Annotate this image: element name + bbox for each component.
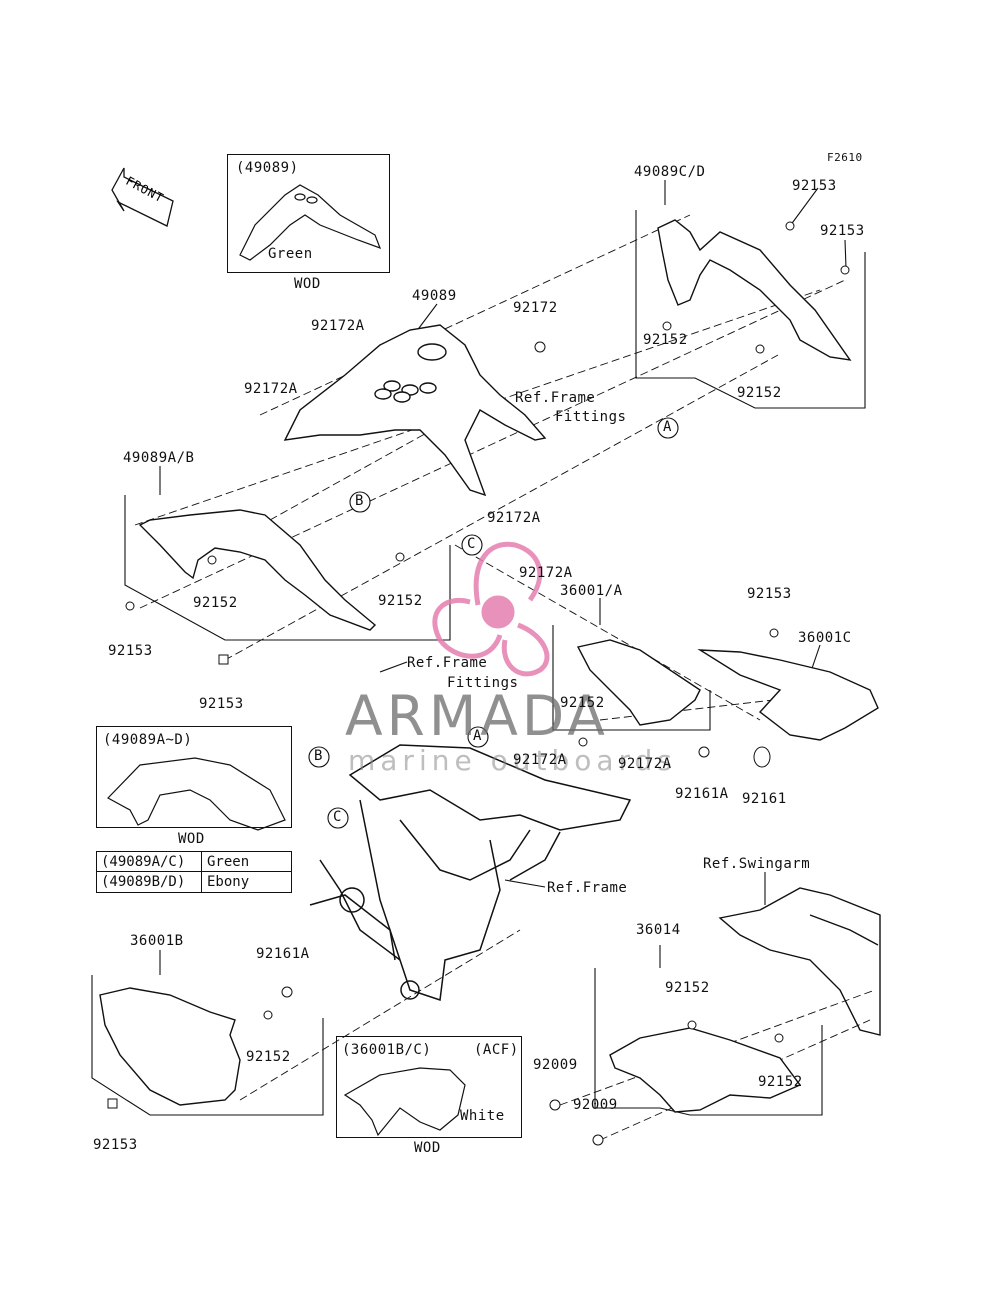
part-label: 92153 xyxy=(93,1137,138,1153)
part-label: 92172A xyxy=(311,318,365,334)
inset-bottom-cover-icon xyxy=(343,1067,466,1137)
part-label: 92172A xyxy=(487,510,541,526)
inset-bottom-note: White xyxy=(460,1108,505,1124)
part-label: 92161A xyxy=(256,946,310,962)
bracket-36001b xyxy=(91,975,324,1116)
side-cover-49089ab xyxy=(138,509,377,631)
inset-left-box xyxy=(96,726,292,828)
front-arrow-icon xyxy=(111,167,174,227)
callout-c: C xyxy=(333,809,342,825)
part-label: 92152 xyxy=(378,593,423,609)
color-table-color: Green xyxy=(207,854,250,870)
part-label: 92153 xyxy=(792,178,837,194)
part-label: 92161 xyxy=(742,791,787,807)
part-label: 92152 xyxy=(737,385,782,401)
bracket-49089ab xyxy=(124,495,451,641)
inset-left-cover-icon xyxy=(107,757,286,831)
fasteners xyxy=(107,221,850,1146)
inset-top-cover-icon xyxy=(239,184,382,261)
inset-top-title: (49089) xyxy=(236,160,299,176)
color-table-model: (49089B/D) xyxy=(101,874,186,890)
color-table-color: Ebony xyxy=(207,874,250,890)
lower-cover-36001c xyxy=(697,649,879,741)
upper-cover-49089 xyxy=(283,324,547,497)
part-label: 92172A xyxy=(519,565,573,581)
part-label: 49089A/B xyxy=(123,450,195,466)
inset-top-box xyxy=(227,154,390,273)
side-cover-49089cd xyxy=(657,219,852,361)
figure-code: F2610 xyxy=(827,151,863,164)
ref-label: Ref.Swingarm xyxy=(703,856,811,872)
callout-a: A xyxy=(663,419,672,435)
ref-label: Ref.Frame xyxy=(407,655,488,671)
part-label: 92172A xyxy=(244,381,298,397)
part-label: 36001B xyxy=(130,933,184,949)
part-label: 92152 xyxy=(246,1049,291,1065)
inset-left-footer: WOD xyxy=(178,831,205,847)
chain-guard-36014 xyxy=(609,1027,802,1113)
part-label: 92009 xyxy=(573,1097,618,1113)
part-label: 92152 xyxy=(560,695,605,711)
ref-label: Fittings xyxy=(447,675,519,691)
ref-label: Ref.Frame xyxy=(547,880,628,896)
color-table: (49089A/C) Green (49089B/D) Ebony xyxy=(96,851,292,893)
swingarm xyxy=(718,887,881,1036)
inset-left-title: (49089A~D) xyxy=(103,732,193,748)
color-table-model: (49089A/C) xyxy=(101,854,186,870)
part-label: 92153 xyxy=(820,223,865,239)
inset-bottom-footer: WOD xyxy=(414,1140,441,1156)
part-label: 49089 xyxy=(412,288,457,304)
inset-top-note: Green xyxy=(268,246,313,262)
frame xyxy=(309,744,632,1002)
lower-cover-36001b xyxy=(99,987,241,1106)
part-label: 92152 xyxy=(643,332,688,348)
callout-c: C xyxy=(467,536,476,552)
inset-bottom-code: (ACF) xyxy=(474,1042,519,1058)
watermark-logo-icon xyxy=(432,541,550,677)
callout-b: B xyxy=(355,493,364,509)
callout-a: A xyxy=(473,728,482,744)
part-label: 36001C xyxy=(798,630,852,646)
part-label: 92161A xyxy=(675,786,729,802)
inset-bottom-box xyxy=(336,1036,522,1138)
lower-cover-36001a xyxy=(576,639,701,726)
watermark-brand: ARMADA xyxy=(345,684,609,748)
part-label: 92152 xyxy=(193,595,238,611)
part-label: 36001/A xyxy=(560,583,623,599)
part-label: 49089C/D xyxy=(634,164,706,180)
ref-label: Fittings xyxy=(555,409,627,425)
part-label: 92172 xyxy=(513,300,558,316)
part-label: 92153 xyxy=(108,643,153,659)
callout-b: B xyxy=(314,748,323,764)
part-label: 92172A xyxy=(513,752,567,768)
part-label: 92152 xyxy=(665,980,710,996)
inset-top-footer: WOD xyxy=(294,276,321,292)
ref-label: Ref.Frame xyxy=(515,390,596,406)
bracket-36001a xyxy=(552,625,711,731)
part-label: 92153 xyxy=(747,586,792,602)
part-label: 92153 xyxy=(199,696,244,712)
part-label: 92009 xyxy=(533,1057,578,1073)
part-label: 36014 xyxy=(636,922,681,938)
bracket-49089cd xyxy=(635,210,866,409)
inset-bottom-title: (36001B/C) xyxy=(342,1042,432,1058)
part-label: 92152 xyxy=(758,1074,803,1090)
watermark-tagline: marine outboards xyxy=(348,744,677,777)
part-label: 92172A xyxy=(618,756,672,772)
